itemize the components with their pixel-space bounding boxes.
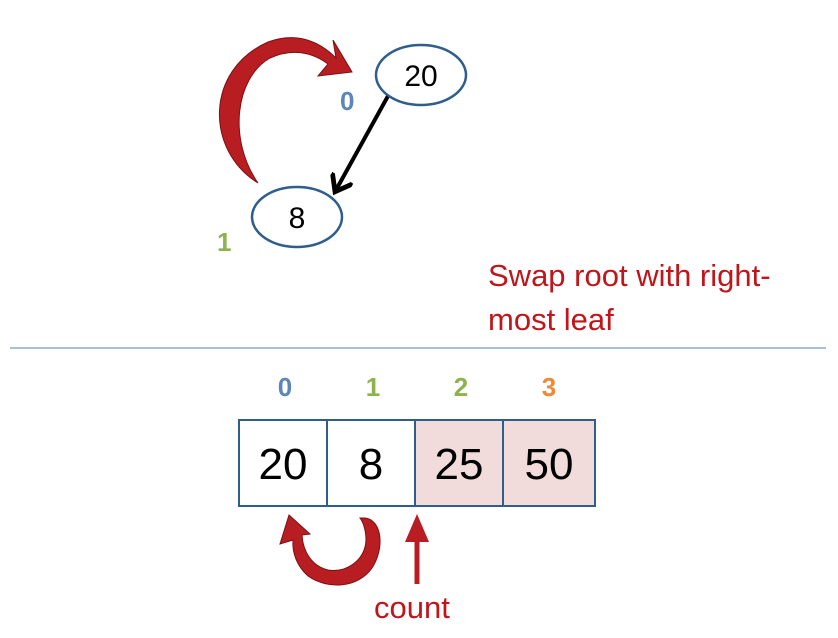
count-pointer-arrow-icon xyxy=(405,514,429,584)
array-cell-value-3: 50 xyxy=(525,440,574,489)
tree-child-value: 8 xyxy=(289,202,306,235)
tree-edge xyxy=(336,95,390,190)
array-cell-3 xyxy=(502,419,596,507)
array-cell-value-1: 8 xyxy=(359,440,383,489)
array-cell-1 xyxy=(326,419,416,507)
array-index-3: 3 xyxy=(542,372,556,402)
count-label: count xyxy=(374,590,450,625)
tree-root-node xyxy=(374,43,468,107)
tree-child-node xyxy=(250,185,344,249)
array-index-0: 0 xyxy=(278,372,292,402)
array-index-2: 2 xyxy=(454,372,468,402)
array-cell-value-2: 25 xyxy=(435,440,484,489)
tree-root-value: 20 xyxy=(404,60,437,93)
tree-child-index: 1 xyxy=(217,227,231,257)
array: 20 8 25 50 xyxy=(238,419,596,507)
array-cell-2 xyxy=(414,419,504,507)
swap-caption: Swap root with right-most leaf xyxy=(488,258,771,337)
array-cell-0 xyxy=(238,419,328,507)
array-swap-arrow-icon xyxy=(279,514,381,586)
array-cell-value-0: 20 xyxy=(259,440,308,489)
tree-swap-arrow-icon xyxy=(218,37,353,184)
array-index-1: 1 xyxy=(366,372,380,402)
tree-root-index: 0 xyxy=(340,86,354,116)
